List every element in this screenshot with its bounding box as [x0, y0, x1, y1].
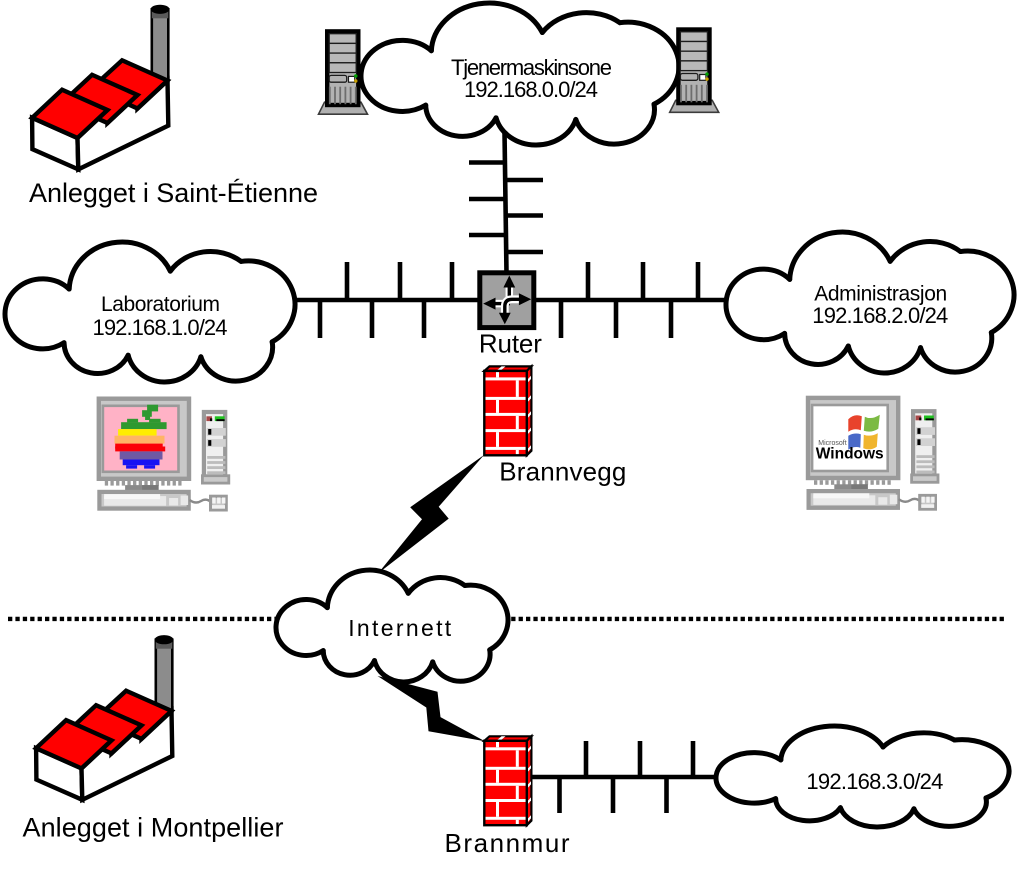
svg-text:Windows: Windows [816, 446, 884, 463]
svg-text:Ruter: Ruter [479, 328, 542, 358]
svg-text:Anlegget i Montpellier: Anlegget i Montpellier [23, 812, 284, 842]
svg-text:Internett: Internett [348, 615, 452, 641]
svg-text:Administrasjon: Administrasjon [814, 283, 947, 306]
svg-text:Tjenermaskinsone: Tjenermaskinsone [451, 55, 612, 80]
svg-text:Microsoft: Microsoft [818, 440, 846, 447]
svg-text:Laboratorium: Laboratorium [101, 293, 220, 316]
svg-text:192.168.1.0/24: 192.168.1.0/24 [93, 315, 228, 340]
svg-text:Brannvegg: Brannvegg [499, 457, 626, 487]
svg-text:Anlegget i Saint-Étienne: Anlegget i Saint-Étienne [29, 178, 318, 208]
svg-text:192.168.0.0/24: 192.168.0.0/24 [464, 77, 598, 102]
svg-text:192.168.2.0/24: 192.168.2.0/24 [812, 303, 948, 328]
svg-text:Brannmur: Brannmur [445, 828, 570, 858]
svg-text:192.168.3.0/24: 192.168.3.0/24 [806, 769, 943, 794]
